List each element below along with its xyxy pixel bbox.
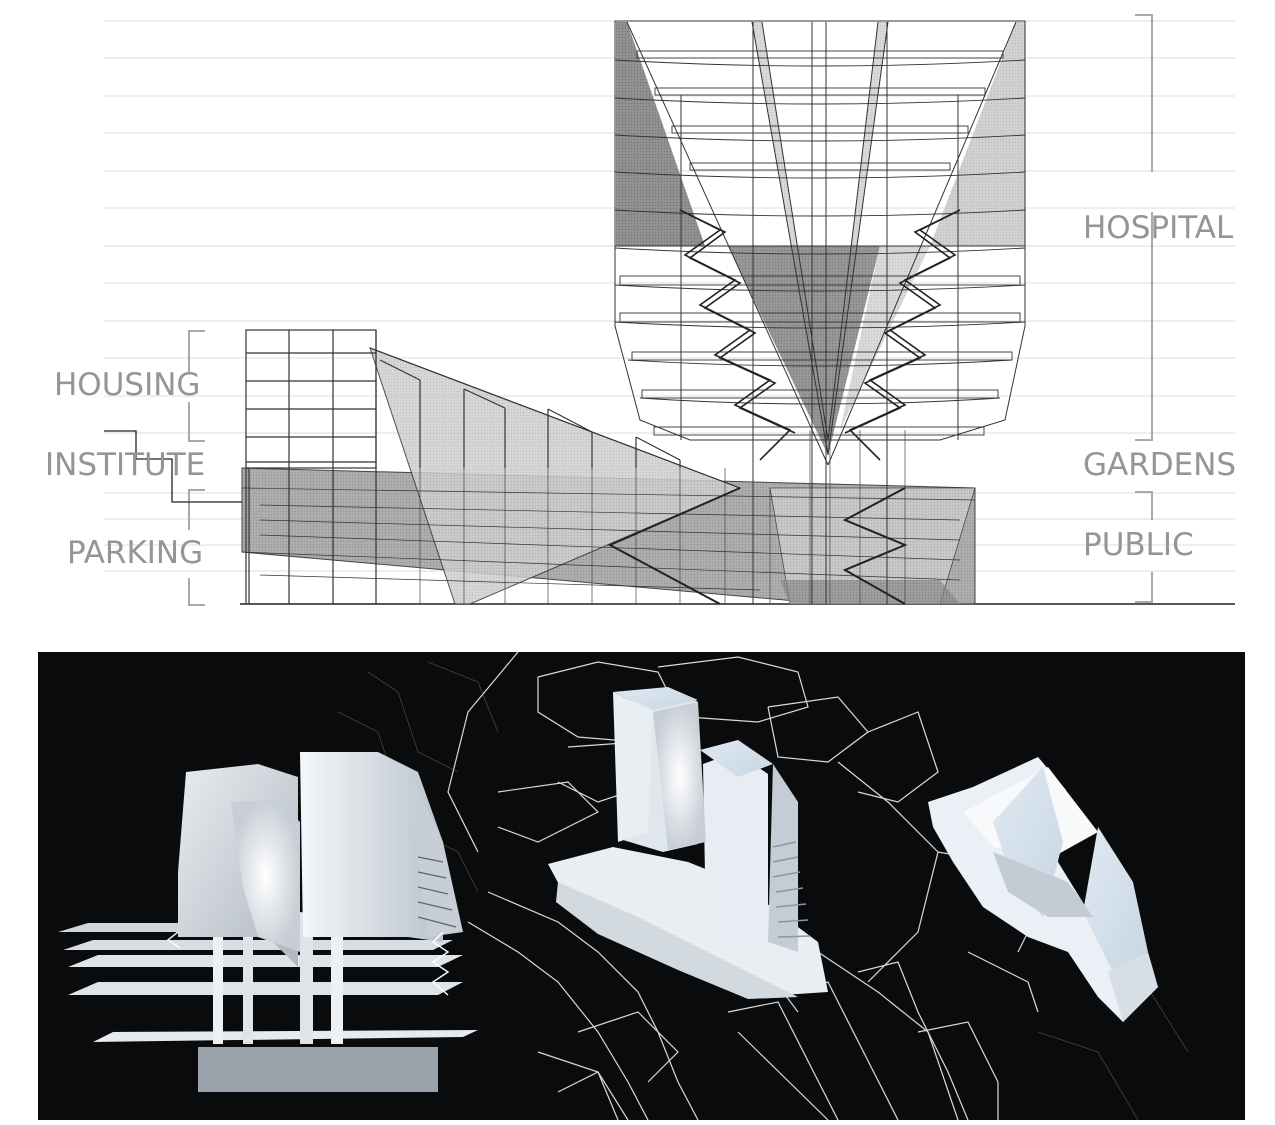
podium-stair bbox=[607, 487, 741, 605]
label-parking: PARKING bbox=[67, 535, 204, 571]
hospital-tower bbox=[614, 20, 1026, 604]
rendering-view-plan bbox=[928, 757, 1158, 1022]
rendering-panel bbox=[38, 652, 1245, 1120]
section-diagram bbox=[104, 14, 1235, 606]
label-hospital: HOSPITAL bbox=[1083, 210, 1234, 246]
label-gardens: GARDENS bbox=[1083, 447, 1237, 483]
renderings bbox=[58, 652, 1189, 1120]
left-brackets bbox=[188, 330, 205, 606]
label-public: PUBLIC bbox=[1083, 527, 1194, 563]
rendering-view-elevation bbox=[58, 752, 478, 1092]
label-institute: INSTITUTE bbox=[45, 447, 206, 483]
housing-grid bbox=[245, 329, 377, 605]
label-housing: HOUSING bbox=[54, 367, 201, 403]
institute-leader-line bbox=[104, 430, 242, 503]
rendering-view-aerial bbox=[548, 687, 828, 999]
right-brackets bbox=[1135, 14, 1153, 603]
ramp-bars bbox=[369, 347, 741, 489]
